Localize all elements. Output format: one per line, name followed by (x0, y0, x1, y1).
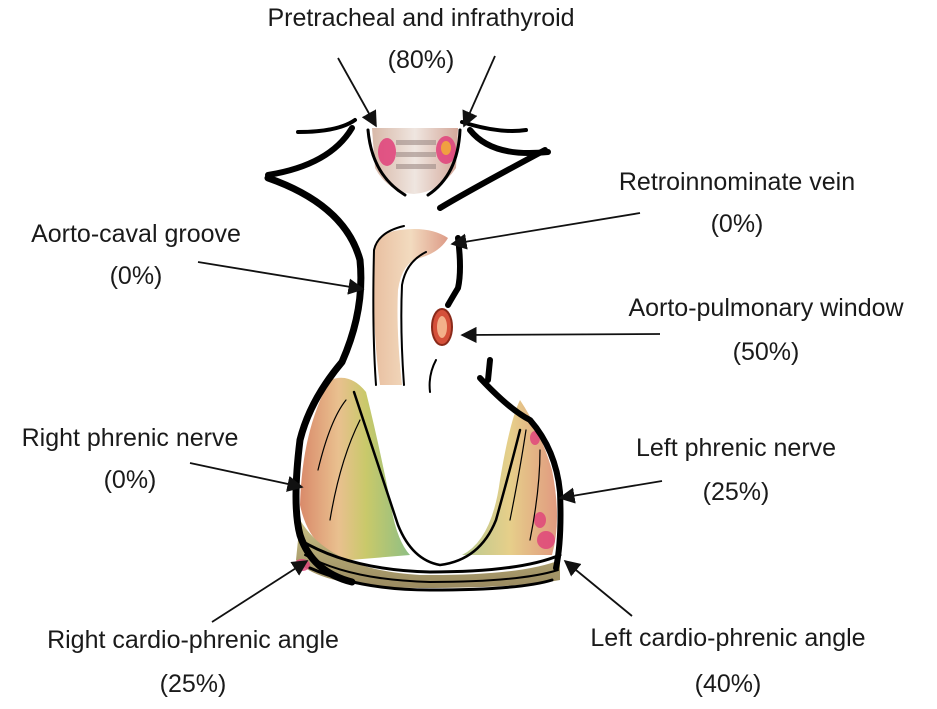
label-pretracheal: Pretracheal and infrathyroid (267, 4, 574, 32)
arrow-retroinnominate (450, 212, 641, 250)
station-labels: Pretracheal and infrathyroid (80%) Retro… (22, 4, 905, 698)
aortocaval-tissue (373, 229, 448, 385)
label-retroinnominate: Retroinnominate vein (619, 168, 855, 196)
pct-left-phrenic: (25%) (703, 478, 770, 506)
pct-right-phrenic: (0%) (104, 466, 157, 494)
arrow-right-phrenic (189, 462, 304, 492)
label-left-phrenic: Left phrenic nerve (636, 434, 836, 462)
pointer-arrows (189, 55, 663, 623)
label-aortocaval: Aorto-caval groove (31, 220, 241, 248)
pct-aortopulmonary: (50%) (733, 338, 800, 366)
arrow-left-cardiophrenic (563, 559, 633, 617)
mediastinum-anatomy (264, 118, 564, 592)
arrow-left-phrenic (558, 480, 663, 504)
arrow-pretracheal-right (462, 55, 496, 128)
pct-aortocaval: (0%) (110, 262, 163, 290)
right-pericardial-fat (300, 377, 410, 560)
cardiophrenic-base (296, 520, 560, 588)
arrow-aortocaval (197, 261, 365, 295)
anatomy-outline (264, 118, 564, 592)
pct-left-cardiophrenic: (40%) (695, 670, 762, 698)
pct-pretracheal: (80%) (388, 46, 455, 74)
label-right-cardiophrenic: Right cardio-phrenic angle (47, 626, 339, 654)
arrow-right-cardiophrenic (211, 560, 309, 623)
label-left-cardiophrenic: Left cardio-phrenic angle (590, 624, 865, 652)
arrow-aortopulmonary (460, 326, 661, 344)
arrow-pretracheal-left (337, 57, 377, 128)
label-right-phrenic: Right phrenic nerve (22, 424, 239, 452)
pct-right-cardiophrenic: (25%) (160, 670, 227, 698)
pretracheal-nodes (378, 136, 456, 169)
label-aortopulmonary: Aorto-pulmonary window (628, 294, 904, 322)
pct-retroinnominate: (0%) (711, 210, 764, 238)
